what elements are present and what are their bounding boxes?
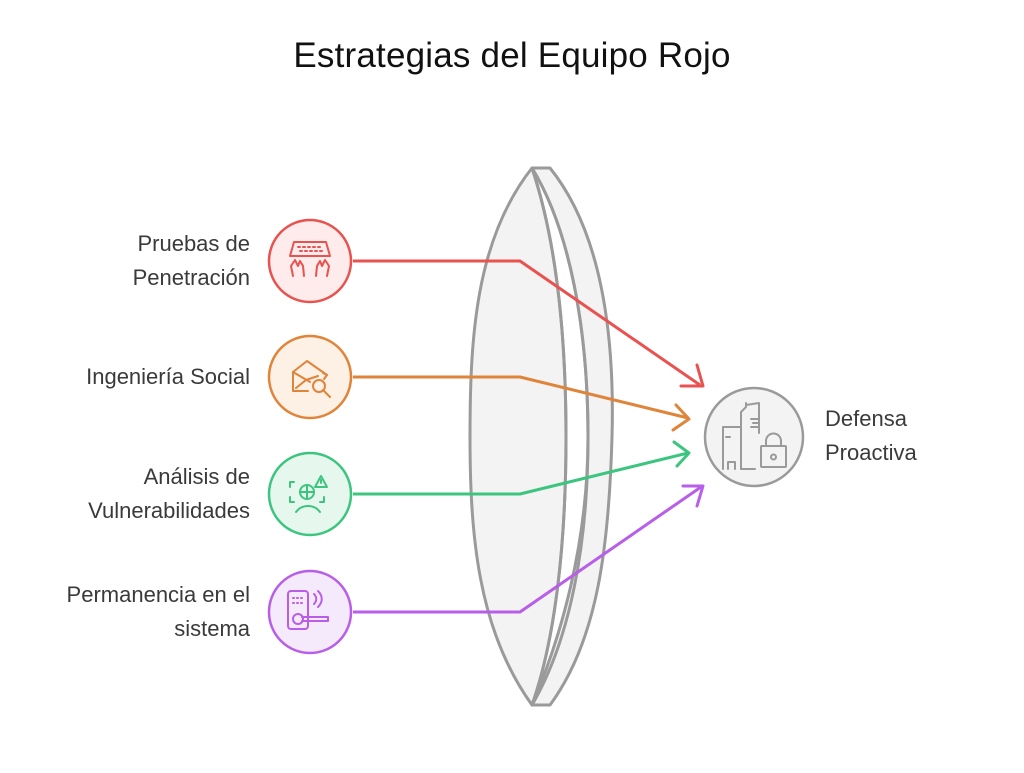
label-analisis-line2: Vulnerabilidades bbox=[88, 498, 250, 523]
label-pruebas-line1: Pruebas de bbox=[137, 231, 250, 256]
label-pruebas: Pruebas de Penetración bbox=[10, 227, 250, 295]
label-ingenieria-line1: Ingeniería Social bbox=[86, 364, 250, 389]
label-analisis: Análisis de Vulnerabilidades bbox=[10, 460, 250, 528]
connector-permanencia bbox=[353, 484, 705, 614]
arrowhead-icon bbox=[671, 403, 691, 432]
envelope-search-icon bbox=[292, 360, 331, 398]
label-permanencia: Permanencia en el sistema bbox=[10, 578, 250, 646]
building-lock-icon bbox=[722, 402, 787, 470]
label-defensa-line1: Defensa bbox=[825, 406, 907, 431]
connector-pruebas bbox=[353, 259, 705, 388]
arrowhead-icon bbox=[681, 484, 705, 508]
label-permanencia-line2: sistema bbox=[174, 616, 250, 641]
connector-analisis bbox=[353, 440, 691, 496]
node-defensa-proactiva bbox=[703, 386, 805, 488]
label-ingenieria: Ingeniería Social bbox=[10, 360, 250, 394]
globe-warning-scan-icon bbox=[289, 475, 328, 513]
lens-shape bbox=[468, 166, 614, 707]
label-analisis-line1: Análisis de bbox=[143, 464, 250, 489]
label-defensa-proactiva: Defensa Proactiva bbox=[825, 402, 1024, 470]
label-defensa-line2: Proactiva bbox=[825, 440, 917, 465]
node-pruebas bbox=[267, 218, 353, 304]
arrowhead-icon bbox=[672, 440, 691, 468]
smart-lock-icon bbox=[287, 590, 329, 630]
connector-ingenieria bbox=[353, 375, 691, 432]
arrowhead-icon bbox=[679, 363, 705, 388]
label-permanencia-line1: Permanencia en el bbox=[66, 582, 250, 607]
node-analisis bbox=[267, 451, 353, 537]
node-ingenieria bbox=[267, 334, 353, 420]
diagram-title: Estrategias del Equipo Rojo bbox=[293, 36, 731, 75]
keyboard-hands-icon bbox=[289, 241, 331, 277]
node-permanencia bbox=[267, 569, 353, 655]
label-pruebas-line2: Penetración bbox=[132, 265, 250, 290]
